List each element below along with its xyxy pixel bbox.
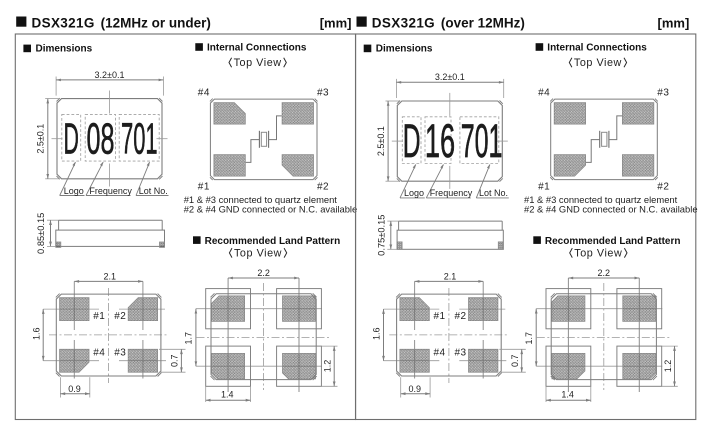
svg-text:#3: #3 bbox=[114, 348, 126, 359]
svg-text:#4: #4 bbox=[434, 348, 446, 359]
svg-text:[mm]: [mm] bbox=[658, 15, 690, 30]
svg-text:2.1: 2.1 bbox=[444, 272, 457, 282]
svg-text:1.4: 1.4 bbox=[561, 390, 574, 400]
svg-text:(over 12MHz): (over 12MHz) bbox=[441, 15, 525, 30]
svg-text:Lot No.: Lot No. bbox=[479, 188, 508, 198]
svg-text:Frequency: Frequency bbox=[430, 188, 473, 198]
svg-text:#1 & #3 connected to quartz el: #1 & #3 connected to quartz element bbox=[184, 194, 338, 205]
svg-text:DSX321G: DSX321G bbox=[372, 15, 435, 30]
svg-text:1.7: 1.7 bbox=[184, 332, 194, 345]
svg-text:3.2±0.1: 3.2±0.1 bbox=[95, 70, 125, 80]
svg-text:#4: #4 bbox=[198, 88, 210, 99]
svg-text:[mm]: [mm] bbox=[320, 15, 352, 30]
svg-text:Internal Connections: Internal Connections bbox=[207, 43, 307, 54]
svg-text:#2 & #4 GND connected or N.C.: #2 & #4 GND connected or N.C. available bbox=[184, 203, 358, 214]
svg-text:#1: #1 bbox=[93, 311, 105, 322]
svg-text:#1: #1 bbox=[538, 182, 550, 193]
svg-text:#3: #3 bbox=[455, 348, 467, 359]
svg-text:2.5±0.1: 2.5±0.1 bbox=[36, 124, 46, 154]
svg-text:Frequency: Frequency bbox=[89, 186, 132, 196]
svg-text:3.2±0.1: 3.2±0.1 bbox=[435, 72, 465, 82]
svg-text:16: 16 bbox=[425, 114, 455, 167]
svg-text:Dimensions: Dimensions bbox=[36, 44, 93, 55]
svg-text:Logo: Logo bbox=[404, 188, 424, 198]
svg-text:#1: #1 bbox=[198, 182, 210, 193]
svg-text:#4: #4 bbox=[93, 348, 105, 359]
svg-text:1.2: 1.2 bbox=[663, 360, 673, 373]
svg-text:1.7: 1.7 bbox=[524, 332, 534, 345]
svg-text:Lot No.: Lot No. bbox=[139, 186, 168, 196]
svg-text:0.7: 0.7 bbox=[510, 354, 520, 367]
svg-text:#2: #2 bbox=[317, 182, 329, 193]
svg-text:0.9: 0.9 bbox=[68, 384, 81, 394]
svg-text:Recommended Land Pattern: Recommended Land Pattern bbox=[545, 236, 681, 247]
svg-text:Recommended Land Pattern: Recommended Land Pattern bbox=[205, 236, 341, 247]
svg-text:#1 & #3 connected to quartz el: #1 & #3 connected to quartz element bbox=[524, 194, 678, 205]
svg-text:#1: #1 bbox=[434, 311, 446, 322]
svg-text:2.1: 2.1 bbox=[103, 272, 116, 282]
svg-text:Dimensions: Dimensions bbox=[376, 44, 433, 55]
svg-text:Logo: Logo bbox=[64, 186, 84, 196]
svg-text:2.2: 2.2 bbox=[598, 268, 611, 278]
svg-text:Top View: Top View bbox=[574, 247, 622, 259]
svg-text:#3: #3 bbox=[657, 88, 669, 99]
svg-text:2.2: 2.2 bbox=[257, 268, 270, 278]
svg-text:Internal Connections: Internal Connections bbox=[547, 43, 647, 54]
svg-text:1.2: 1.2 bbox=[323, 360, 333, 373]
svg-text:#2: #2 bbox=[455, 311, 467, 322]
svg-text:2.5±0.1: 2.5±0.1 bbox=[376, 126, 386, 156]
svg-text:D: D bbox=[403, 114, 421, 167]
svg-text:0.75±0.15: 0.75±0.15 bbox=[376, 215, 386, 256]
svg-text:#2: #2 bbox=[114, 311, 126, 322]
svg-text:#4: #4 bbox=[538, 88, 550, 99]
svg-text:#2: #2 bbox=[657, 182, 669, 193]
svg-text:#3: #3 bbox=[317, 88, 329, 99]
svg-text:08: 08 bbox=[87, 114, 115, 163]
svg-text:Top View: Top View bbox=[234, 57, 282, 69]
svg-text:701: 701 bbox=[461, 114, 503, 167]
svg-text:0.9: 0.9 bbox=[409, 384, 422, 394]
svg-text:Top View: Top View bbox=[574, 57, 622, 69]
svg-text:1.4: 1.4 bbox=[221, 390, 234, 400]
svg-text:#2 & #4 GND connected or N.C.: #2 & #4 GND connected or N.C. available bbox=[524, 203, 698, 214]
svg-text:0.85±0.15: 0.85±0.15 bbox=[36, 213, 46, 254]
svg-text:701: 701 bbox=[121, 114, 158, 163]
svg-text:D: D bbox=[64, 114, 79, 163]
svg-text:1.6: 1.6 bbox=[372, 327, 382, 340]
svg-text:DSX321G: DSX321G bbox=[32, 15, 95, 30]
svg-text:1.6: 1.6 bbox=[31, 327, 41, 340]
svg-text:(12MHz or under): (12MHz or under) bbox=[101, 15, 211, 30]
svg-text:0.7: 0.7 bbox=[170, 354, 180, 367]
svg-text:Top View: Top View bbox=[234, 247, 282, 259]
